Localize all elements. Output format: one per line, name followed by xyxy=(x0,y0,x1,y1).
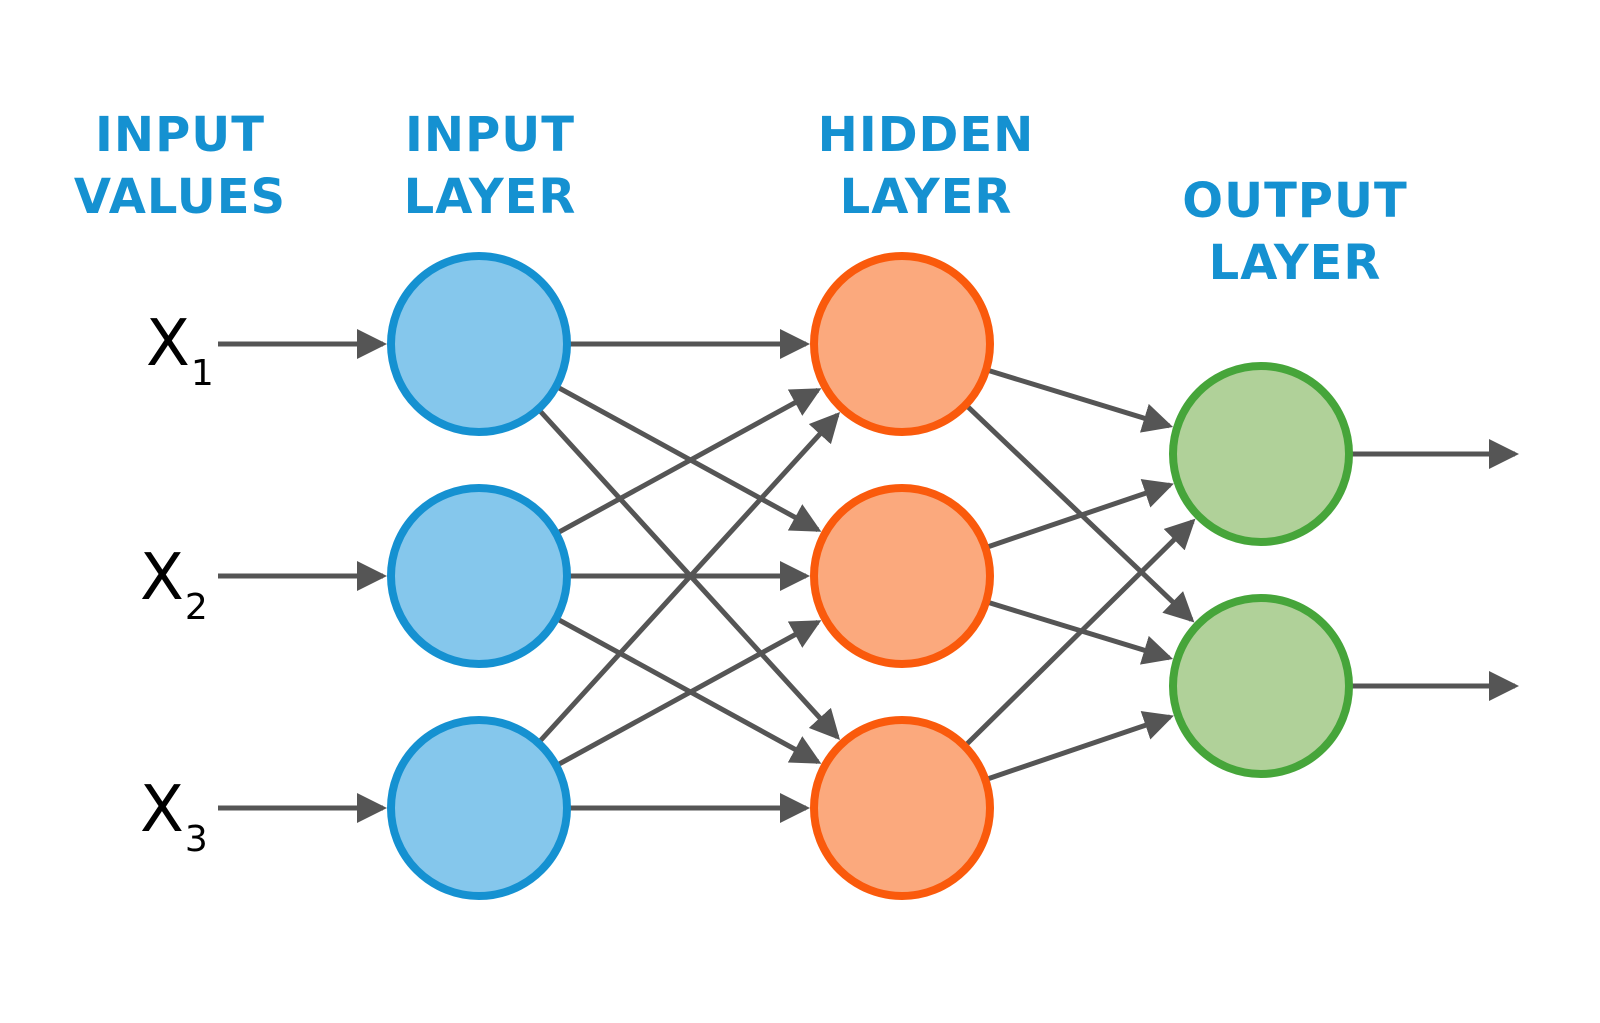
title-line: LAYER xyxy=(1208,235,1382,291)
connection-hidden3-output2 xyxy=(987,711,1174,782)
input-label-x3: X3 xyxy=(140,778,240,860)
input-label-x1: X1 xyxy=(146,312,246,394)
input-subscript: 1 xyxy=(190,353,214,394)
hidden-neuron-1 xyxy=(810,252,994,436)
input-neuron-3 xyxy=(387,716,571,900)
title-line: HIDDEN xyxy=(817,107,1035,163)
hidden-neuron-2 xyxy=(810,484,994,668)
output-layer-title: OUTPUT LAYER xyxy=(1135,170,1455,294)
input-subscript: 3 xyxy=(184,819,208,860)
hidden-neuron-3 xyxy=(810,716,994,900)
input-neuron-1 xyxy=(387,252,571,436)
hidden-layer-title: HIDDEN LAYER xyxy=(766,104,1086,228)
title-line: LAYER xyxy=(839,169,1013,225)
connection-input2-hidden1 xyxy=(557,387,822,535)
connection-input3-hidden2 xyxy=(557,619,822,767)
title-line: LAYER xyxy=(403,169,577,225)
connection-hidden2-output1 xyxy=(987,479,1174,550)
title-line: INPUT xyxy=(95,107,265,163)
connection-input3-hidden1 xyxy=(538,411,841,743)
neurons xyxy=(387,252,1353,900)
output-neuron-1 xyxy=(1169,362,1353,546)
input-symbol: X xyxy=(140,541,184,615)
title-line: OUTPUT xyxy=(1182,173,1408,229)
input-symbol: X xyxy=(140,773,184,847)
connection-hidden3-output1 xyxy=(965,518,1196,746)
input-label-x2: X2 xyxy=(140,546,240,628)
title-line: INPUT xyxy=(405,107,575,163)
connections xyxy=(218,329,1520,823)
input-subscript: 2 xyxy=(184,587,208,628)
input-symbol: X xyxy=(146,307,190,381)
input-layer-title: INPUT LAYER xyxy=(330,104,650,228)
input-neuron-2 xyxy=(387,484,571,668)
input-values-title: INPUT VALUES xyxy=(20,104,340,228)
title-line: VALUES xyxy=(73,169,287,225)
output-neuron-2 xyxy=(1169,594,1353,778)
connection-hidden1-output1 xyxy=(988,368,1174,433)
